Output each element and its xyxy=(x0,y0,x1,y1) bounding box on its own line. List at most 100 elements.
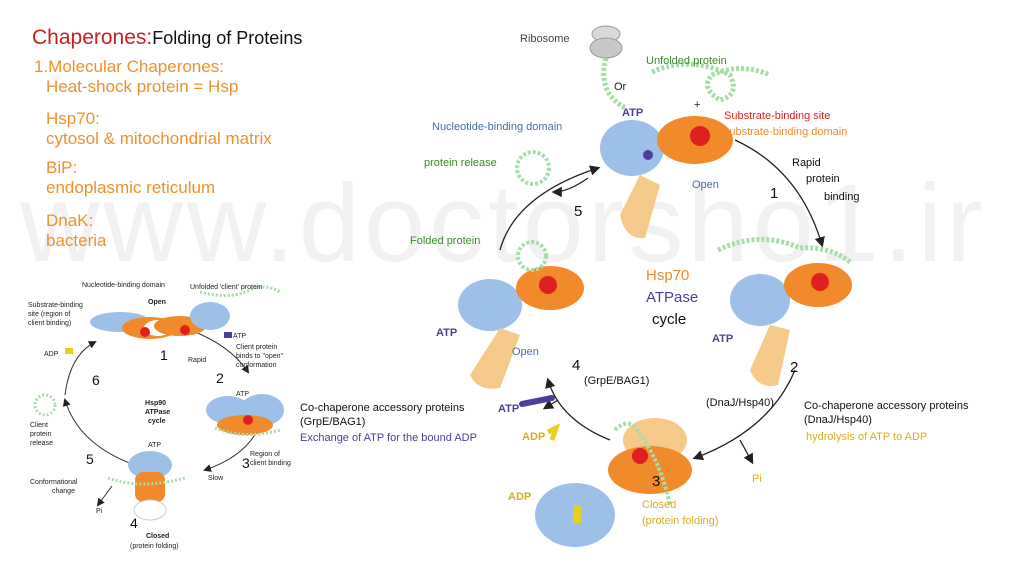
hsp70-arrow-release xyxy=(551,177,589,198)
open-top-label: Open xyxy=(692,179,719,191)
heading-molecular-chaperones: 1.Molecular Chaperones: xyxy=(34,57,224,76)
hsp90-release-1: Client xyxy=(30,422,48,429)
hsp70-step-4: 4 xyxy=(572,357,580,374)
pi-label: Pi xyxy=(752,473,762,485)
hsp70-atp-glyph xyxy=(519,395,555,407)
title-chaperones: Chaperones: xyxy=(32,26,153,49)
hsp90-client-binds-2: binds to "open" xyxy=(236,353,284,360)
bip-heading: BiP: xyxy=(46,158,78,177)
rapid-label: Rapid xyxy=(792,157,821,169)
hsp90-region-2: client binding xyxy=(250,460,291,467)
hsp90-open-dimer xyxy=(90,302,230,339)
dnak-heading: DnaK: xyxy=(46,211,94,230)
ribosome-icon xyxy=(589,25,623,59)
dnaj-label: (DnaJ/Hsp40) xyxy=(706,397,774,409)
adp-bottom-label: ADP xyxy=(522,431,545,443)
hsp90-slow-label: Slow xyxy=(208,475,224,482)
hsp90-unfolded-label: Unfolded 'client' protein xyxy=(190,284,262,291)
substrate-binding-site-label: Substrate-binding site xyxy=(724,110,830,122)
hsp70-top-open xyxy=(600,116,733,239)
bip-description: endoplasmic reticulum xyxy=(46,178,216,197)
hsp90-cycle: Nucleotide-binding domain Open Unfolded … xyxy=(28,282,291,550)
or-label: Or xyxy=(614,81,627,93)
hsp90-step-5: 5 xyxy=(86,451,94,467)
unfolded-protein-chain xyxy=(650,61,771,103)
hsp90-folding-label: (protein folding) xyxy=(130,543,179,550)
hsp90-sbs-label-2: site (region of xyxy=(28,311,70,318)
folding-label: (protein folding) xyxy=(642,515,718,527)
hsp90-intermediate xyxy=(206,394,284,437)
hsp90-released-client xyxy=(33,393,57,417)
hsp90-step-4: 4 xyxy=(130,515,138,531)
protein-release-label: protein release xyxy=(424,157,497,169)
hsp90-nbd-label: Nucleotide-binding domain xyxy=(82,282,165,289)
hsp70-step-5: 5 xyxy=(574,203,582,220)
grpe-label: (GrpE/BAG1) xyxy=(584,375,649,387)
cochaperone-right-2: (DnaJ/Hsp40) xyxy=(804,414,872,426)
heading-hsp: Heat-shock protein = Hsp xyxy=(46,77,239,96)
hsp90-atp-mid-label: ATP xyxy=(236,391,249,398)
hsp90-adp-glyph xyxy=(65,348,73,354)
hsp90-client-binds-1: Client protein xyxy=(236,344,277,351)
atp-right-label: ATP xyxy=(712,333,733,345)
protein-label: protein xyxy=(806,173,840,185)
cochaperone-right-1: Co-chaperone accessory proteins xyxy=(804,400,969,412)
hsp90-atp-top-label: ATP xyxy=(233,333,246,340)
hsp90-arrow-pi xyxy=(96,485,113,507)
title-folding: Folding of Proteins xyxy=(152,28,303,48)
hydrolysis-label: hydrolysis of ATP to ADP xyxy=(806,431,927,443)
binding-label: binding xyxy=(824,191,859,203)
hsp90-center-3: cycle xyxy=(148,418,166,425)
atp-top-label: ATP xyxy=(622,107,643,119)
hsp90-adp-label: ADP xyxy=(44,351,59,358)
hsp70-arrow-2 xyxy=(692,369,796,461)
exchange-label: Exchange of ATP for the bound ADP xyxy=(300,432,477,444)
hsp90-region-1: Region of xyxy=(250,451,280,458)
hsp90-step-6: 6 xyxy=(92,372,100,388)
hsp90-center-1: Hsp90 xyxy=(145,400,166,407)
hsp90-closed xyxy=(107,451,186,521)
atp-left-label: ATP xyxy=(436,327,457,339)
hsp70-step-2: 2 xyxy=(790,359,798,376)
hsp70-adp-glyph xyxy=(546,423,561,441)
hsp70-arrow-pi xyxy=(739,439,754,465)
folded-protein-label: Folded protein xyxy=(410,235,480,247)
hsp70-left-folded xyxy=(458,240,584,389)
hsp70-cycle: Ribosome Or Unfolded protein + ATP Subst… xyxy=(300,25,969,547)
hsp70-center-1: Hsp70 xyxy=(646,267,689,284)
page-title: Chaperones:Folding of Proteins xyxy=(32,26,302,50)
hsp90-center-2: ATPase xyxy=(145,409,170,416)
unfolded-protein-label: Unfolded protein xyxy=(646,55,727,67)
ribosome-label: Ribosome xyxy=(520,33,570,45)
hsp90-step-2: 2 xyxy=(216,370,224,386)
atp-bottom-label: ATP xyxy=(498,403,519,415)
hsp90-atp-low-label: ATP xyxy=(148,442,161,449)
hsp70-step-1: 1 xyxy=(770,185,778,202)
hsp70-heading: Hsp70: xyxy=(46,109,100,128)
hsp70-center-2: ATPase xyxy=(646,289,698,306)
closed-label: Closed xyxy=(642,499,676,511)
hsp70-step-3: 3 xyxy=(652,473,660,490)
hsp70-arrow-4 xyxy=(545,377,611,441)
hsp70-arrow-1 xyxy=(734,139,825,248)
hsp90-release-3: release xyxy=(30,440,53,447)
hsp90-arrow-6 xyxy=(64,341,97,396)
hsp90-release-2: protein xyxy=(30,431,52,438)
hsp70-released-protein xyxy=(515,150,551,186)
hsp90-unfolded-client xyxy=(199,285,281,297)
hsp90-client-binds-3: conformation xyxy=(236,362,277,369)
hsp90-closed-label: Closed xyxy=(146,533,169,540)
hsp70-right-bound xyxy=(716,237,852,386)
cochaperone-left-2: (GrpE/BAG1) xyxy=(300,416,365,428)
open-left-label: Open xyxy=(512,346,539,358)
plus-label: + xyxy=(694,99,700,111)
hsp90-step-3: 3 xyxy=(242,455,250,471)
hsp90-open-label: Open xyxy=(148,299,166,306)
hsp70-arrow-atp-exchange xyxy=(542,399,559,410)
substrate-binding-domain-label: Substrate-binding domain xyxy=(722,126,847,138)
dnak-description: bacteria xyxy=(46,231,107,250)
hsp90-conf-2: change xyxy=(52,488,75,495)
hsp90-step-1: 1 xyxy=(160,347,168,363)
nbd-label: Nucleotide-binding domain xyxy=(432,121,562,133)
